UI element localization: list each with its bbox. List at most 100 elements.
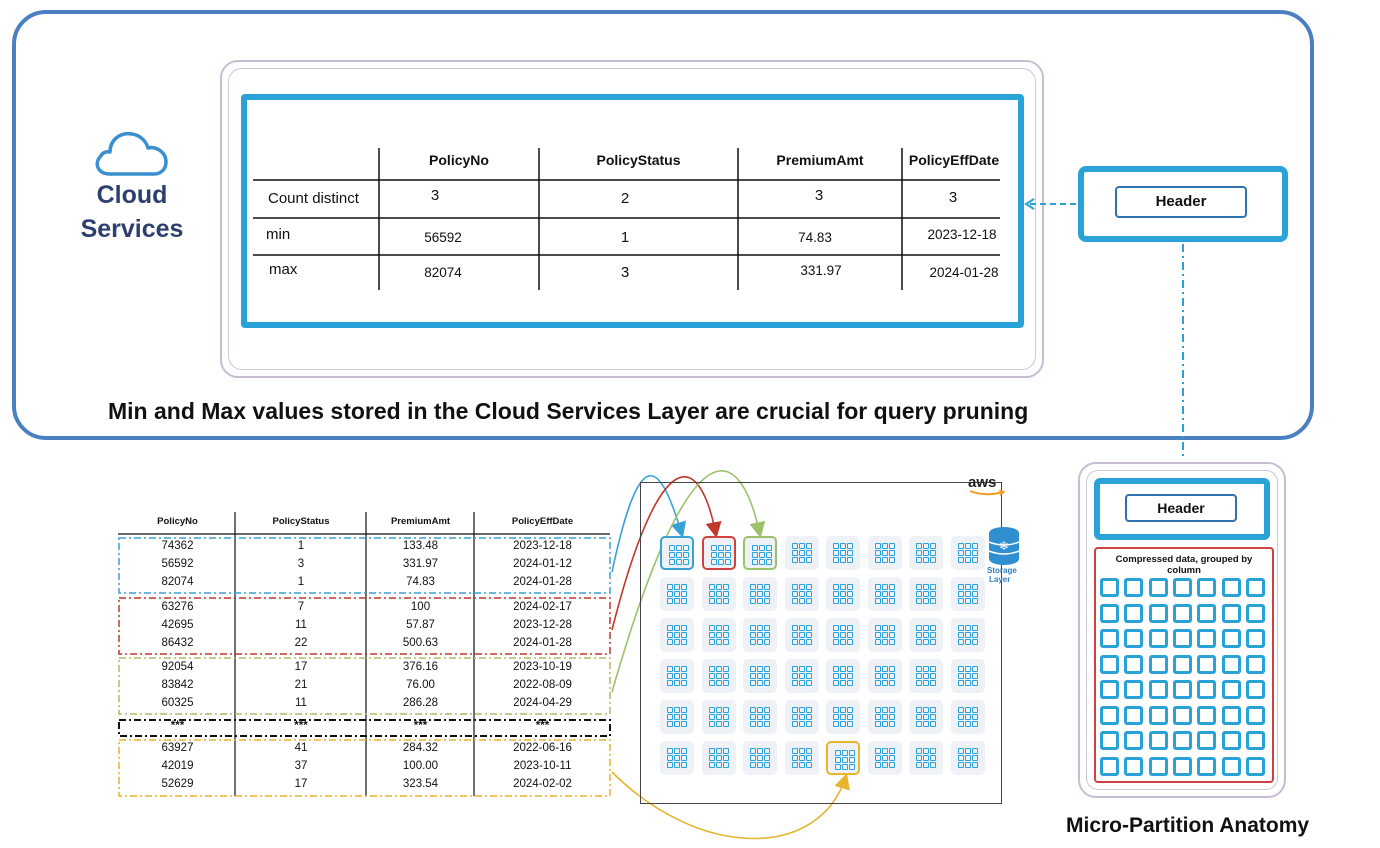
mini-block [674,625,680,631]
mini-block [805,748,812,754]
mini-block [676,552,682,558]
mini-block [715,598,722,604]
mini-block [957,557,964,563]
mini-block [722,598,729,604]
source-cell: 63276 [161,601,194,613]
mini-block [874,721,881,727]
mini-block [957,673,964,679]
source-cell: 2022-06-16 [513,742,572,754]
mini-block [798,543,805,549]
source-cell: 284.32 [402,742,439,754]
compressed-column-block [1100,629,1119,648]
mini-block [833,550,839,556]
metadata-row-label: Count distinct [268,190,359,207]
mini-block [833,714,839,720]
mini-block [722,762,729,768]
mini-block [923,721,929,727]
mini-block [957,632,964,638]
source-cell: 2023-10-19 [513,661,572,673]
source-cell: 331.97 [402,558,439,570]
mini-block [708,584,715,590]
mini-block [757,721,763,727]
mini-block [715,707,722,713]
group-box-olive [118,657,611,715]
mini-block [916,680,922,686]
micro-partition-cell [701,577,736,611]
mini-block [930,673,936,679]
mini-block [798,550,805,556]
compressed-column-block [1221,680,1241,699]
mini-block [957,543,964,549]
mini-block [971,666,978,672]
mini-block [847,625,853,631]
mini-block [923,591,929,597]
compressed-column-block [1245,578,1265,597]
mini-block [708,666,715,672]
mini-block [722,666,729,672]
mini-block [681,755,687,761]
compressed-data-label: Compressed data, grouped by column [1115,554,1253,576]
micro-partition-cell [909,536,943,570]
mini-block [708,632,715,638]
mini-block [964,680,971,686]
compressed-column-block [1148,654,1168,674]
mini-block [750,673,756,679]
mini-block [757,625,763,631]
mini-block [710,559,717,565]
mini-block [667,680,673,686]
source-ellipsis-cell: *** [413,720,428,732]
mini-block [881,639,888,645]
mini-block [710,545,717,551]
mini-block [957,721,964,727]
source-cell: 2023-10-11 [513,760,572,772]
micro-partition-cell [660,618,694,652]
mini-block [715,625,722,631]
mini-block [833,543,839,549]
mini-block [805,550,812,556]
mini-block [881,680,888,686]
mini-block [964,673,971,679]
mini-block [681,721,687,727]
mini-block [971,755,978,761]
mini-block [667,632,673,638]
mini-block [674,721,680,727]
compressed-column-block [1148,578,1168,597]
source-cell: 133.48 [402,540,439,552]
metadata-cell: 74.83 [798,230,832,245]
mini-block [881,666,888,672]
mini-block [674,591,680,597]
mini-block [888,673,895,679]
mini-block [971,632,978,638]
mini-block [833,632,839,638]
mini-block [957,598,964,604]
mini-block [715,673,722,679]
mini-block [847,598,853,604]
metadata-cell: 56592 [424,230,462,245]
mini-block [757,598,763,604]
mini-block [798,591,805,597]
micro-partition-cell [950,618,985,652]
mini-block [676,545,682,551]
mini-block [667,707,673,713]
mini-block [791,625,798,631]
mini-block [888,721,895,727]
mini-block [923,707,929,713]
mini-block [764,625,770,631]
metadata-col-header: PolicyStatus [596,152,681,168]
micro-partition-cell [784,618,819,652]
mini-block [840,721,846,727]
mini-block [750,584,756,590]
mini-block [923,680,929,686]
mini-block [971,584,978,590]
mini-block [805,598,812,604]
micro-partition-cell [867,536,902,570]
mini-block [964,591,971,597]
mini-block [916,557,922,563]
mini-block [791,550,798,556]
mini-block [791,680,798,686]
mini-block [750,639,756,645]
source-cell: 376.16 [402,661,439,673]
micro-partition-cell [950,741,985,775]
mini-block [674,584,680,590]
mini-block [930,584,936,590]
